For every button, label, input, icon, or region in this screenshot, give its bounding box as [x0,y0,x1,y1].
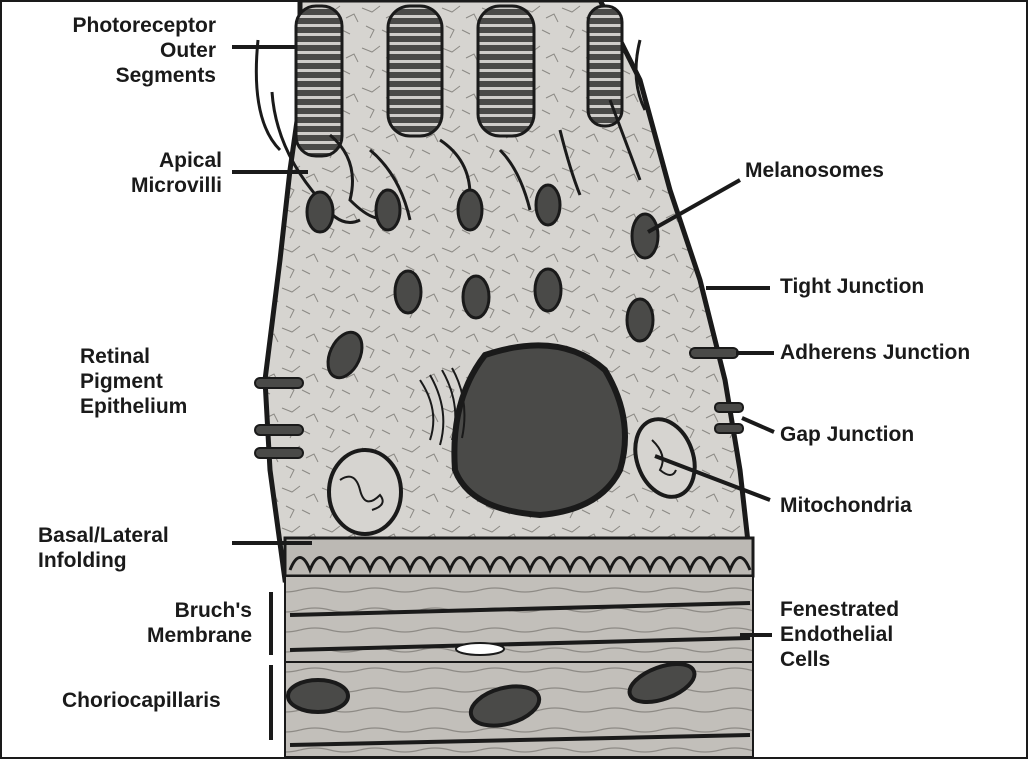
label-bruchs-membrane: Bruch's Membrane [147,598,252,648]
basal-lateral-infolding [285,538,753,576]
label-photoreceptor-outer-segments: Photoreceptor Outer Segments [72,13,216,88]
label-gap-junction: Gap Junction [780,422,914,447]
label-apical-microvilli: Apical Microvilli [131,148,222,198]
label-basal-lateral-infolding: Basal/Lateral Infolding [38,523,169,573]
label-mitochondria: Mitochondria [780,493,912,518]
choriocapillaris-layer [285,656,753,757]
label-retinal-pigment-epithelium: Retinal Pigment Epithelium [80,344,187,419]
bruchs-membrane-layer [285,576,753,662]
label-adherens-junction: Adherens Junction [780,340,970,365]
label-fenestrated-endothelial-cells: Fenestrated Endothelial Cells [780,597,899,672]
label-melanosomes: Melanosomes [745,158,884,183]
label-tight-junction: Tight Junction [780,274,924,299]
nucleus [454,345,625,515]
label-choriocapillaris: Choriocapillaris [62,688,221,713]
